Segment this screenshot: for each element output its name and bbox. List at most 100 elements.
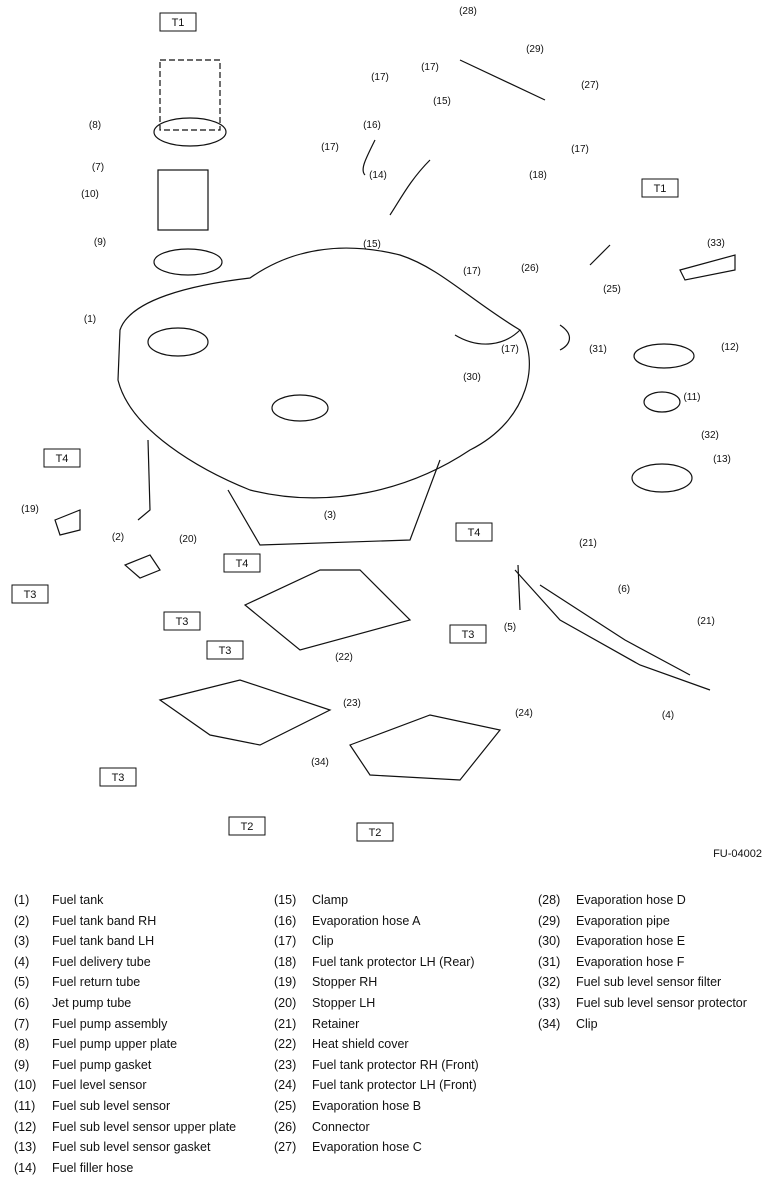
callout: (14) [369, 170, 387, 181]
torque-label: T1 [159, 12, 197, 32]
legend-item-number: (9) [14, 1057, 30, 1072]
fuel-delivery-tube [514, 569, 711, 691]
torque-label: T2 [356, 822, 394, 842]
callout: (19) [21, 504, 39, 515]
legend-item: (3)Fuel tank band LH [14, 931, 236, 952]
callout: (24) [515, 708, 533, 719]
legend-item-name: Stopper RH [312, 975, 378, 990]
callout: (4) [662, 710, 674, 721]
evaporation-hose-f [559, 324, 570, 351]
legend-item-name: Evaporation pipe [576, 913, 670, 928]
fuel-pump-upper-plate [153, 117, 227, 147]
fuel-tank-band-lh [227, 459, 441, 546]
legend-item: (17)Clip [274, 931, 479, 952]
legend-item-name: Evaporation hose B [312, 1098, 422, 1113]
evaporation-hose-b [589, 244, 611, 266]
callout: (17) [371, 72, 389, 83]
legend-item-number: (3) [14, 934, 30, 949]
legend-item-number: (24) [274, 1078, 297, 1093]
legend-item: (30)Evaporation hose E [538, 931, 747, 952]
legend-item-number: (23) [274, 1057, 297, 1072]
callout: (21) [579, 538, 597, 549]
callout: (10) [81, 189, 99, 200]
callout: (30) [463, 372, 481, 383]
evaporation-hose-e [454, 329, 521, 345]
legend-item: (21)Retainer [274, 1014, 479, 1035]
legend-item-number: (1) [14, 893, 30, 907]
fuel-pump-assembly [157, 169, 209, 231]
legend-item-number: (33) [538, 995, 561, 1010]
pump-opening [147, 327, 209, 357]
callout: (31) [589, 344, 607, 355]
legend-item-name: Clip [576, 1016, 598, 1031]
legend-item-number: (2) [14, 913, 30, 928]
legend-item-number: (27) [274, 1140, 297, 1155]
legend-item: (14)Fuel filler hose [14, 1158, 236, 1179]
torque-label: T2 [228, 816, 266, 836]
legend-item-number: (31) [538, 954, 561, 969]
callout: (21) [697, 616, 715, 627]
callout: (11) [683, 392, 700, 403]
legend-item-number: (4) [14, 954, 30, 969]
legend-item-name: Evaporation hose A [312, 913, 421, 928]
legend-item-name: Fuel tank band RH [52, 913, 157, 928]
fuel-sub-level-sensor [643, 391, 681, 413]
legend-item-name: Fuel sub level sensor gasket [52, 1140, 211, 1155]
evaporation-hose-a [362, 139, 376, 176]
svg-text:T3: T3 [219, 645, 232, 657]
sub-sensor-protector [679, 254, 736, 281]
legend-item: (25)Evaporation hose B [274, 1096, 479, 1117]
torque-label: T3 [11, 584, 49, 604]
svg-text:T4: T4 [236, 558, 249, 570]
legend-item-name: Clip [312, 934, 334, 949]
torque-label: T4 [223, 553, 261, 573]
legend-item-name: Fuel pump gasket [52, 1057, 152, 1072]
torque-label: T4 [455, 522, 493, 542]
legend-item: (7)Fuel pump assembly [14, 1014, 236, 1035]
stopper-rh [54, 509, 81, 536]
legend-column-1: (1)Fuel tank(2)Fuel tank band RH(3)Fuel … [14, 890, 236, 1178]
legend-item: (19)Stopper RH [274, 972, 479, 993]
legend-item-number: (7) [14, 1016, 30, 1031]
legend-item-number: (26) [274, 1119, 297, 1134]
callout: (34) [311, 757, 329, 768]
legend-item-name: Fuel pump upper plate [52, 1037, 178, 1052]
callout: (13) [713, 454, 731, 465]
legend-item-number: (34) [538, 1016, 561, 1031]
torque-label: T3 [206, 640, 244, 660]
legend-item-number: (29) [538, 913, 561, 928]
callout: (33) [707, 238, 725, 249]
legend-item-number: (30) [538, 934, 561, 949]
legend-item-name: Fuel sub level sensor upper plate [52, 1119, 237, 1134]
callout: (8) [89, 120, 101, 131]
svg-text:T3: T3 [462, 629, 475, 641]
fuel-tank-shape [117, 247, 530, 499]
callout: (25) [603, 284, 621, 295]
legend-item-number: (28) [538, 893, 561, 907]
callout: (12) [721, 342, 739, 353]
legend-item: (2) Fuel tank band RH [14, 911, 236, 932]
callout: (15) [433, 96, 451, 107]
legend-item-name: Fuel tank protector LH (Rear) [312, 954, 475, 969]
legend-item-name: Fuel sub level sensor protector [576, 995, 747, 1010]
legend-item: (12)Fuel sub level sensor upper plate [14, 1117, 236, 1138]
sub-sensor-upper-plate [633, 343, 695, 369]
legend-item-name: Clamp [312, 893, 349, 907]
callout: (32) [701, 430, 719, 441]
legend-item-name: Retainer [312, 1016, 360, 1031]
legend-item-name: Evaporation hose F [576, 954, 685, 969]
torque-label: T3 [449, 624, 487, 644]
svg-text:T4: T4 [56, 453, 69, 465]
svg-text:T1: T1 [172, 17, 185, 29]
callout: (17) [501, 344, 519, 355]
callout: (7) [92, 162, 104, 173]
legend-item-number: (8) [14, 1037, 30, 1052]
legend-column-3: (28) Evaporation hose D (29) Evaporation pi… [538, 890, 747, 1034]
legend-item-name: Fuel sub level sensor filter [576, 975, 722, 990]
legend-item: (6)Jet pump tube [14, 993, 236, 1014]
callout: (9) [94, 237, 106, 248]
legend-item: (23)Fuel tank protector RH (Front) [274, 1055, 479, 1076]
svg-text:T3: T3 [112, 772, 125, 784]
legend-item-name: Evaporation hose D [576, 893, 686, 907]
legend-item: (22)Heat shield cover [274, 1034, 479, 1055]
